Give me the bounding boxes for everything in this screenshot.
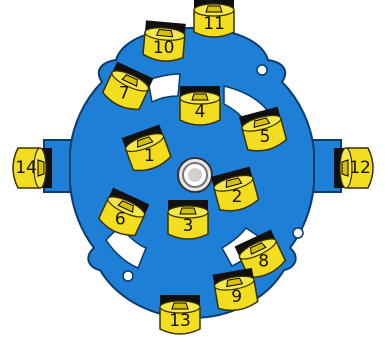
clamp-icon bbox=[206, 6, 222, 12]
tool-holder-3: 3 bbox=[168, 200, 208, 239]
tool-holder-10: 10 bbox=[143, 20, 186, 62]
holder-number-label: 1 bbox=[144, 146, 155, 166]
clamp-icon bbox=[192, 94, 208, 100]
holder-number-label: 10 bbox=[153, 38, 175, 58]
hub-ring-icon bbox=[178, 158, 212, 192]
holder-number-label: 4 bbox=[195, 102, 206, 122]
holder-number-label: 3 bbox=[183, 216, 194, 236]
mount-hole-icon bbox=[123, 271, 133, 281]
tool-holder-4: 4 bbox=[180, 86, 220, 125]
holder-number-label: 2 bbox=[232, 187, 243, 207]
tool-holder-13: 13 bbox=[160, 295, 200, 334]
holder-number-label: 12 bbox=[349, 158, 371, 178]
holder-number-label: 6 bbox=[115, 210, 126, 230]
holder-number-label: 11 bbox=[203, 14, 225, 34]
holder-number-label: 7 bbox=[119, 84, 130, 104]
tool-holder-12: 12 bbox=[334, 148, 373, 188]
holder-number-label: 8 bbox=[258, 252, 269, 272]
holder-number-label: 9 bbox=[231, 287, 242, 307]
holder-number-label: 14 bbox=[15, 158, 37, 178]
mount-hole-icon bbox=[257, 65, 267, 75]
clamp-icon bbox=[38, 160, 44, 176]
clamp-icon bbox=[172, 303, 188, 309]
mount-hole-icon bbox=[293, 228, 303, 238]
clamp-icon bbox=[342, 160, 348, 176]
tool-holder-11: 11 bbox=[194, 0, 234, 37]
tool-holder-9: 9 bbox=[212, 268, 258, 313]
tool-holder-14: 14 bbox=[13, 148, 52, 188]
holder-number-label: 13 bbox=[169, 311, 191, 331]
clamp-icon bbox=[180, 208, 196, 214]
holder-number-label: 5 bbox=[260, 127, 271, 147]
clamp-icon bbox=[157, 29, 173, 36]
